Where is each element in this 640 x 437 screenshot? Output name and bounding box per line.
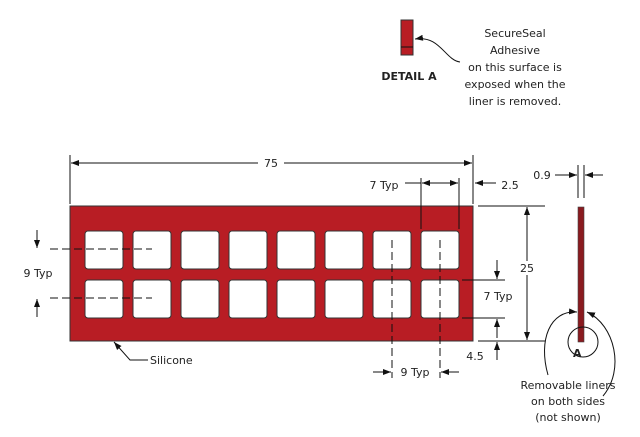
detail-ref: A bbox=[573, 347, 582, 360]
material-label: Silicone bbox=[150, 354, 193, 367]
cutout-hole bbox=[324, 279, 364, 319]
cutout-hole bbox=[324, 230, 364, 270]
detail-note-line: on this surface is bbox=[468, 61, 562, 74]
dim-edge-margin: 2.5 bbox=[501, 179, 519, 192]
detail-note-line: SecureSeal bbox=[484, 27, 545, 40]
dim-overall-height: 25 bbox=[520, 262, 534, 275]
cutout-hole bbox=[84, 230, 124, 270]
cutout-hole bbox=[180, 230, 220, 270]
cutout-hole bbox=[180, 279, 220, 319]
dim-hole-width: 7 Typ bbox=[370, 179, 399, 192]
side-strip bbox=[577, 206, 585, 343]
detail-a: DETAIL A SecureSeal Adhesive on this sur… bbox=[381, 19, 566, 108]
side-view: 0.9 A Removable liners on both sides (no… bbox=[520, 165, 616, 424]
detail-title: DETAIL A bbox=[381, 70, 437, 83]
detail-note-line: Adhesive bbox=[490, 44, 540, 57]
cutout-hole bbox=[420, 230, 460, 270]
dim-thickness: 0.9 bbox=[533, 169, 551, 182]
cutout-hole bbox=[372, 230, 412, 270]
silicone-part bbox=[69, 205, 474, 342]
detail-circle bbox=[567, 326, 599, 358]
liner-note-line: on both sides bbox=[531, 395, 605, 408]
dim-overall-width: 75 bbox=[264, 157, 278, 170]
detail-note-line: liner is removed. bbox=[469, 95, 561, 108]
liner-note-line: Removable liners bbox=[520, 379, 615, 392]
dim-pitch-horizontal: 9 Typ bbox=[401, 366, 430, 379]
part-body bbox=[69, 205, 474, 342]
dim-bottom-margin: 4.5 bbox=[466, 350, 484, 363]
cutout-hole bbox=[228, 230, 268, 270]
cutout-hole bbox=[132, 279, 172, 319]
dim-pitch-vertical: 9 Typ bbox=[24, 267, 53, 280]
cutout-hole bbox=[228, 279, 268, 319]
liner-note-line: (not shown) bbox=[535, 411, 601, 424]
detail-a-part bbox=[400, 19, 414, 56]
detail-note-line: exposed when the bbox=[464, 78, 565, 91]
detail-leader bbox=[414, 34, 461, 63]
cutout-hole bbox=[276, 279, 316, 319]
cutout-hole bbox=[132, 230, 172, 270]
dim-hole-height: 7 Typ bbox=[484, 290, 513, 303]
cutout-hole bbox=[276, 230, 316, 270]
cutout-hole bbox=[84, 279, 124, 319]
